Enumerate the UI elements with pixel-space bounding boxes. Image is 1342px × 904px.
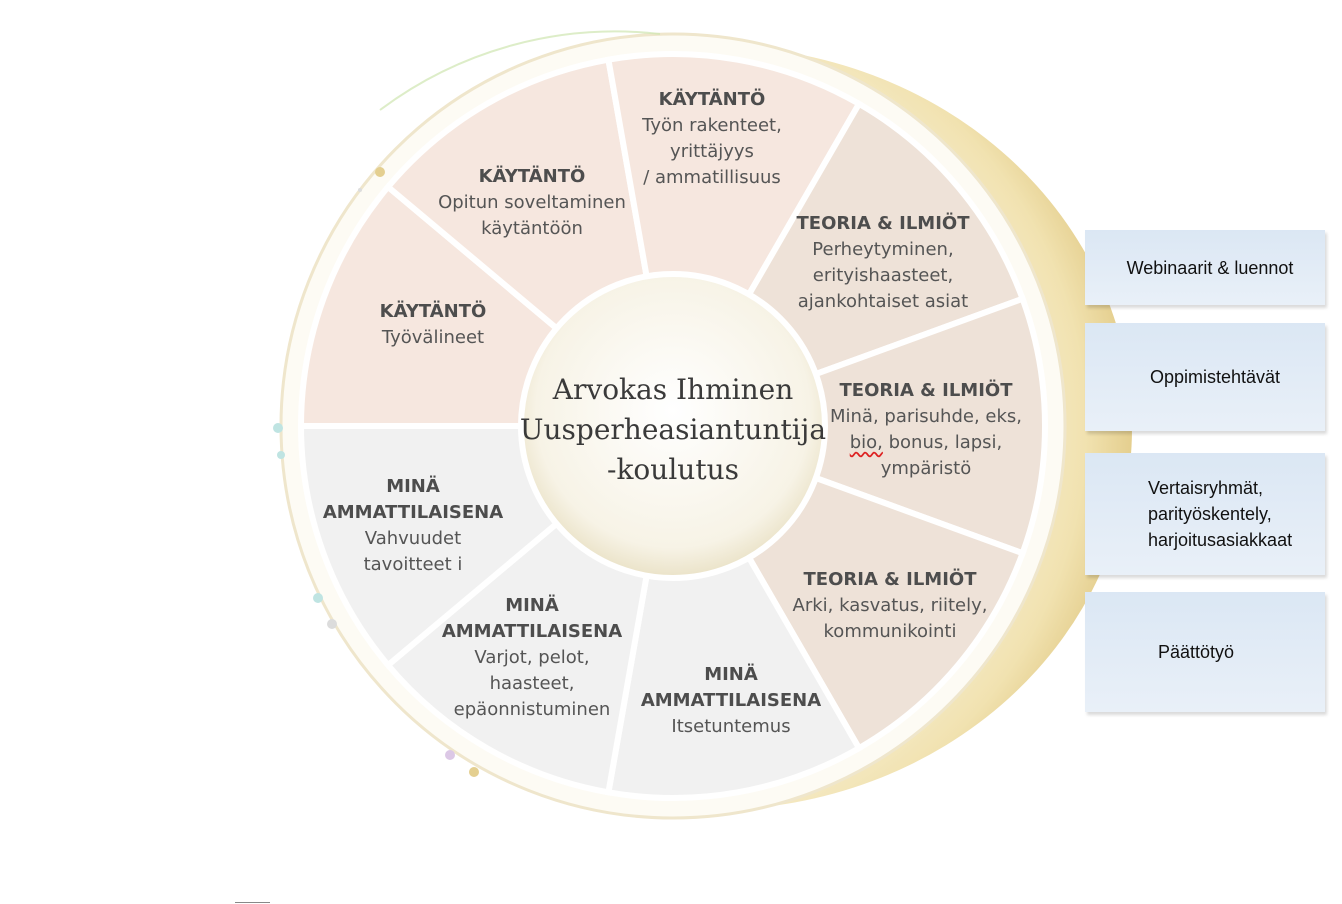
- segment-mina-vahvuudet: MINÄ AMMATTILAISENA Vahvuudet tavoitteet i: [318, 474, 508, 578]
- segment-line: Arki, kasvatus, riitely,: [792, 595, 988, 616]
- wheel-segment: [664, 294, 1048, 558]
- segment-line: kommunikointi: [823, 621, 957, 642]
- segment-title: MINÄ AMMATTILAISENA: [441, 595, 623, 642]
- side-box-oppimistehtavat: Oppimistehtävät: [1085, 323, 1325, 431]
- segment-teoria-perheytyminen: TEORIA & ILMIÖT Perheytyminen, erityishaas…: [797, 211, 970, 315]
- segment-line: Perheytyminen,: [812, 239, 954, 260]
- dot-decoration: [358, 188, 362, 192]
- dot-decoration: [277, 451, 285, 459]
- side-box-label: Oppimistehtävät: [1149, 367, 1281, 387]
- segment-line: Työn rakenteet,: [642, 115, 782, 136]
- segment-line: Minä, parisuhde, eks,: [829, 406, 1023, 427]
- segment-teoria-mina: TEORIA & ILMIÖT Minä, parisuhde, eks, bio,…: [830, 378, 1022, 482]
- segment-teoria-arki: TEORIA & ILMIÖT Arki, kasvatus, riitely, k…: [793, 567, 988, 645]
- dot-decoration: [375, 167, 385, 177]
- segment-title: TEORIA & ILMIÖT: [839, 380, 1013, 401]
- side-box-label: Päättötyö: [1158, 642, 1235, 662]
- segment-kaytanto-tyovalineet: KÄYTÄNTÖ Työvälineet: [380, 299, 487, 351]
- center-title: Arvokas Ihminen Uusperheasiantuntija -ko…: [520, 370, 826, 490]
- center-title-line: Arvokas Ihminen: [552, 373, 794, 406]
- segment-line: haasteet,: [489, 673, 575, 694]
- side-box-label: Vertaisryhmät, parityöskentely, harjoitu…: [1148, 478, 1293, 550]
- dot-decoration: [273, 423, 283, 433]
- dot-decoration: [445, 750, 455, 760]
- segment-title: TEORIA & ILMIÖT: [803, 569, 977, 590]
- segment-line: Työvälineet: [381, 327, 485, 348]
- segment-line: tavoitteet i: [363, 554, 463, 575]
- segment-line: ympäristö: [880, 458, 972, 479]
- dot-decoration: [327, 619, 337, 629]
- divider-line: [235, 902, 270, 903]
- center-title-line: Uusperheasiantuntija: [519, 413, 827, 446]
- segment-title: TEORIA & ILMIÖT: [796, 213, 970, 234]
- segment-title: MINÄ AMMATTILAISENA: [640, 664, 822, 711]
- segment-kaytanto-soveltaminen: KÄYTÄNTÖ Opitun soveltaminen käytäntöön: [438, 164, 626, 242]
- segment-title: KÄYTÄNTÖ: [379, 301, 487, 322]
- segment-line: Opitun soveltaminen: [438, 192, 626, 213]
- segment-mina-varjot: MINÄ AMMATTILAISENA Varjot, pelot, haastee…: [437, 593, 627, 723]
- segment-line: yrittäjyys: [670, 141, 754, 162]
- side-box-webinaarit: Webinaarit & luennot: [1085, 230, 1325, 305]
- segment-line: epäonnistuminen: [453, 699, 611, 720]
- segment-title: MINÄ AMMATTILAISENA: [322, 476, 504, 523]
- side-box-label: Webinaarit & luennot: [1126, 257, 1294, 278]
- segment-kaytanto-rakenteet: KÄYTÄNTÖ Työn rakenteet, yrittäjyys / ammat…: [642, 87, 782, 191]
- segment-mina-itsetuntemus: MINÄ AMMATTILAISENA Itsetuntemus: [636, 662, 826, 740]
- segment-line: bio, bonus, lapsi,: [849, 432, 1003, 453]
- segment-line: Vahvuudet: [364, 528, 462, 549]
- segment-line: käytäntöön: [481, 218, 583, 239]
- center-circle: [518, 271, 828, 581]
- segment-title: KÄYTÄNTÖ: [478, 166, 586, 187]
- segment-line: Itsetuntemus: [671, 716, 791, 737]
- segment-line: / ammatillisuus: [643, 167, 781, 188]
- side-box-vertaisryhmat: Vertaisryhmät, parityöskentely, harjoitu…: [1085, 453, 1325, 575]
- segment-line: erityishaasteet,: [812, 265, 954, 286]
- center-title-line: -koulutus: [607, 453, 739, 486]
- segment-title: KÄYTÄNTÖ: [658, 89, 766, 110]
- segment-line: ajankohtaiset asiat: [797, 291, 969, 312]
- dot-decoration: [469, 767, 479, 777]
- dot-decoration: [313, 593, 323, 603]
- side-box-paattotyo: Päättötyö: [1085, 592, 1325, 712]
- segment-line: Varjot, pelot,: [474, 647, 590, 668]
